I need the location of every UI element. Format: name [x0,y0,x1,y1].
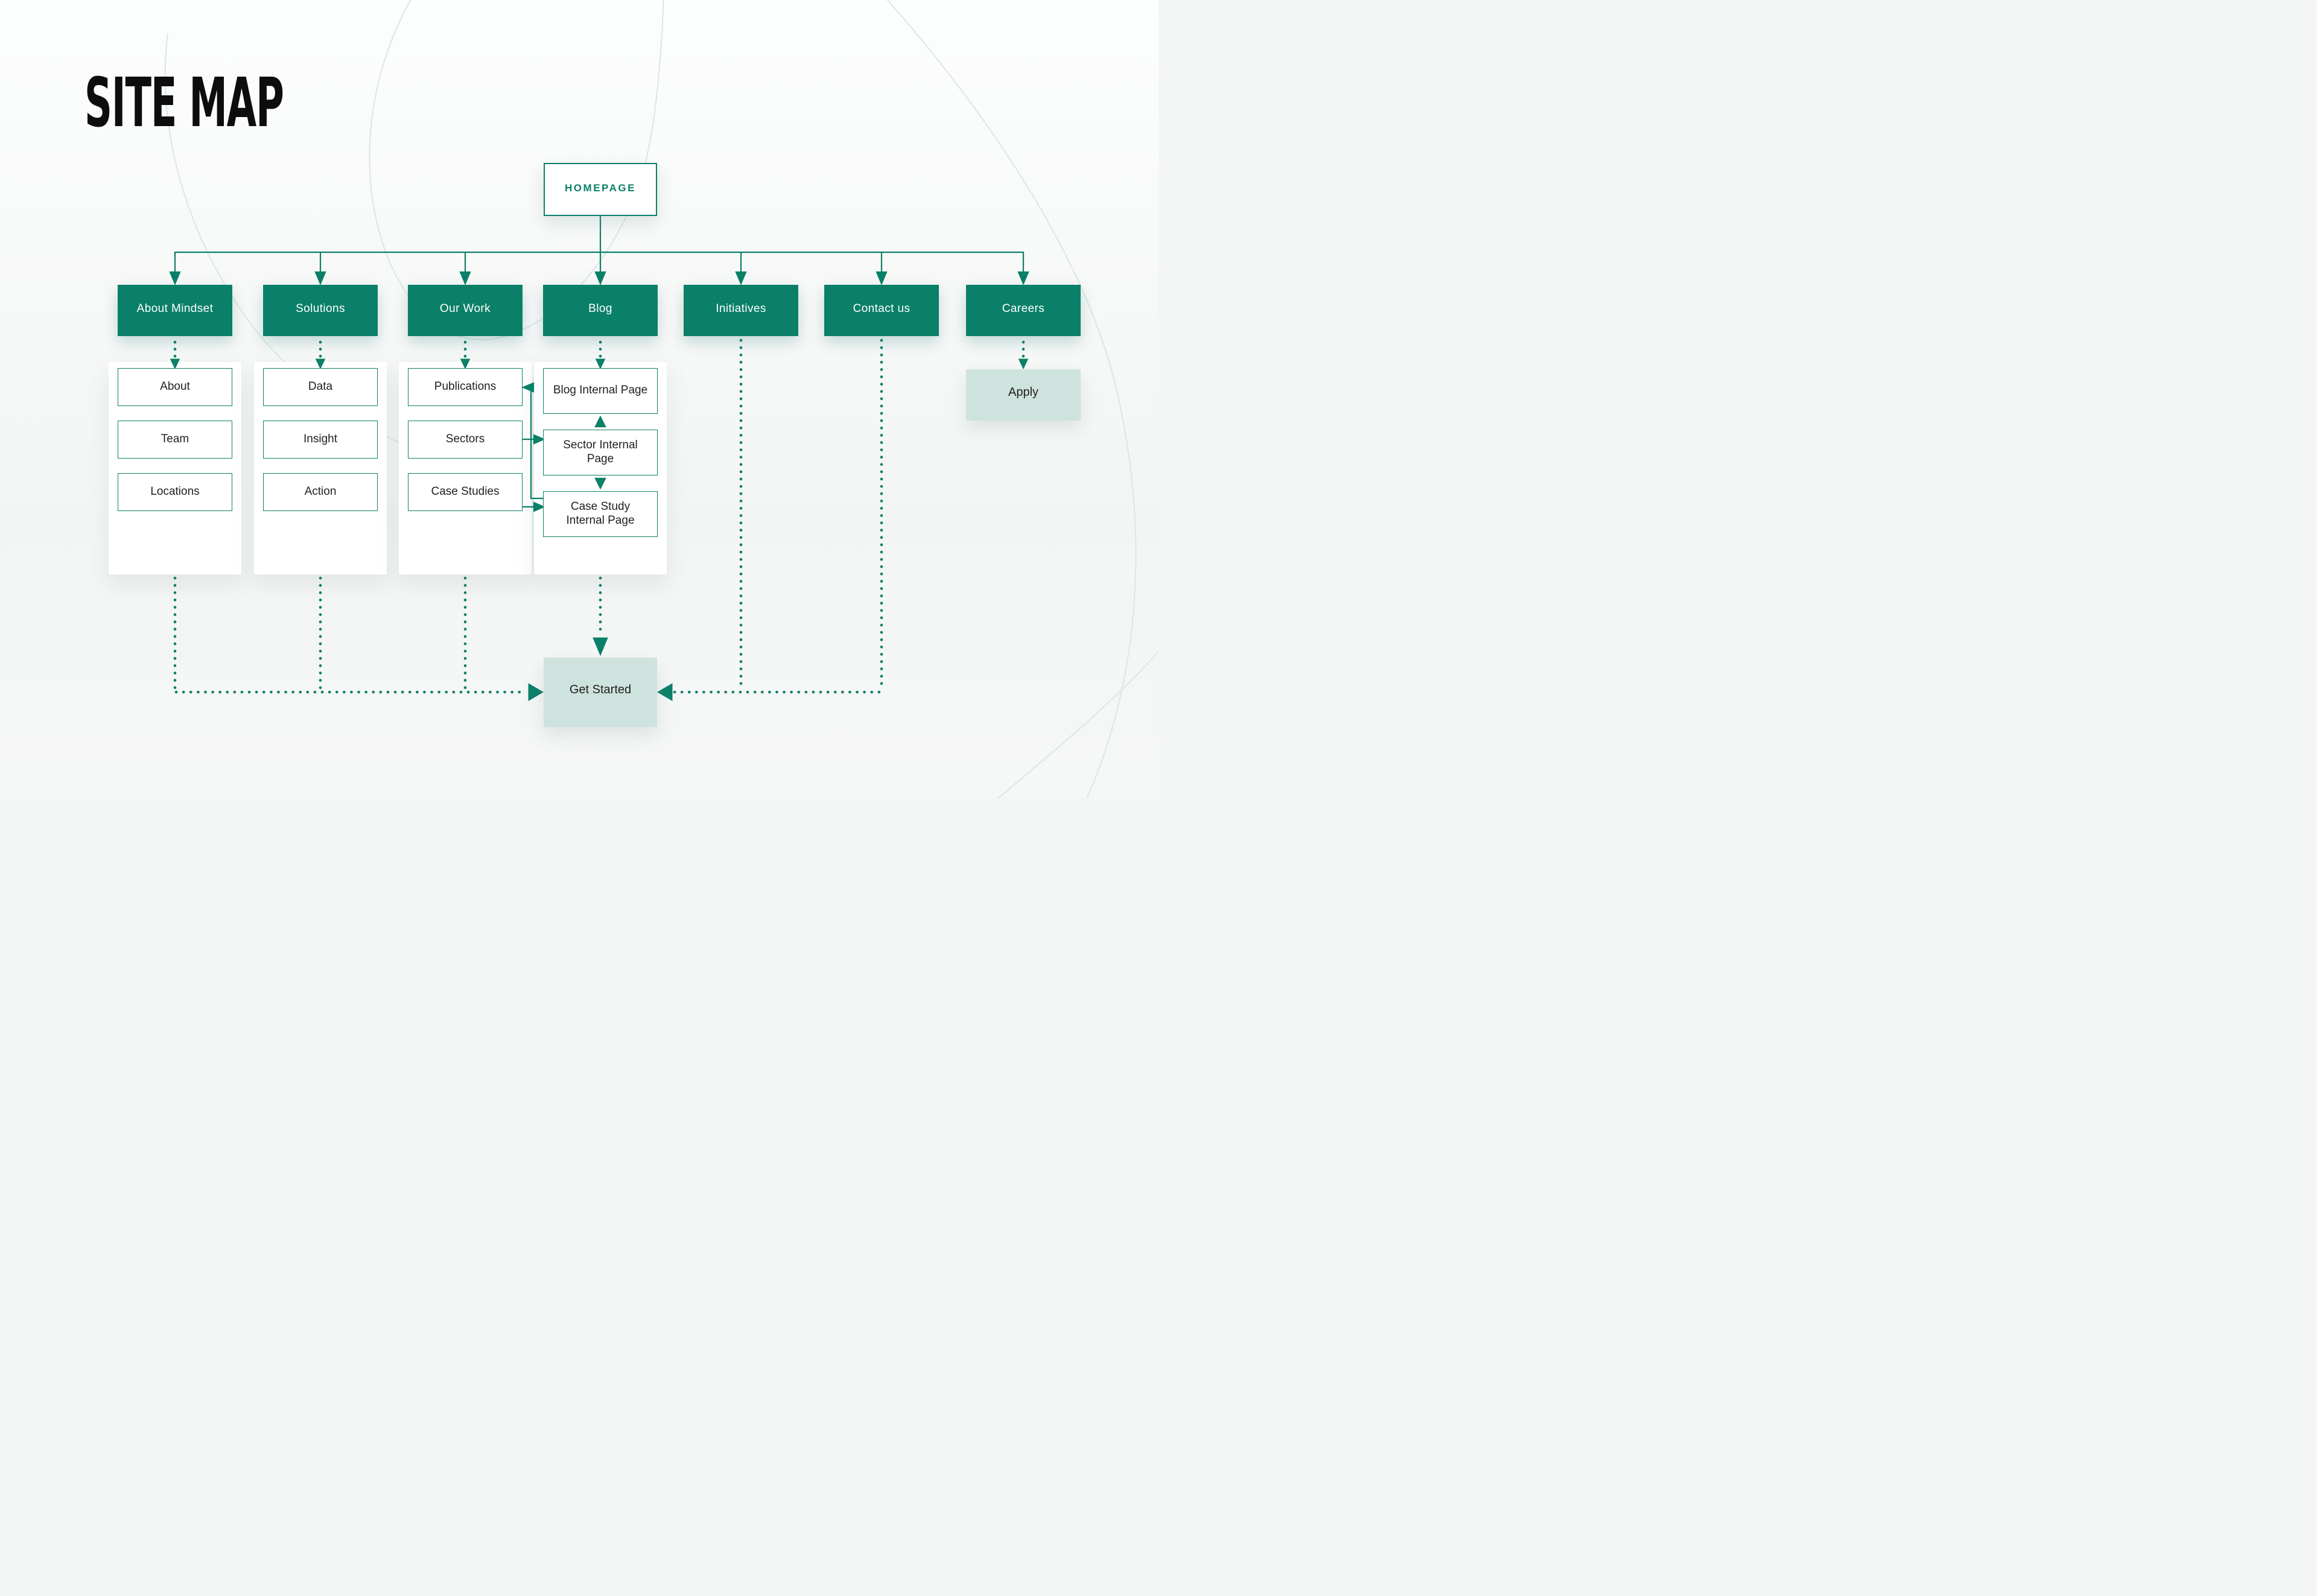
node-data: Data [263,368,378,406]
node-blog: Blog [543,285,658,336]
node-homepage: HOMEPAGE [544,163,657,216]
node-careers: Careers [966,285,1081,336]
node-team: Team [118,421,232,459]
node-sectors: Sectors [408,421,523,459]
node-case-study-internal-page: Case Study Internal Page [543,491,658,537]
node-publications: Publications [408,368,523,406]
node-solutions: Solutions [263,285,378,336]
node-contact-us: Contact us [824,285,939,336]
node-our-work: Our Work [408,285,523,336]
node-action: Action [263,473,378,511]
node-about: About [118,368,232,406]
node-locations: Locations [118,473,232,511]
homepage-to-sections-connector [169,216,1029,285]
page-title: SITE MAP [84,64,284,142]
node-about-mindset: About Mindset [118,285,232,336]
node-apply: Apply [966,369,1081,421]
node-case-studies: Case Studies [408,473,523,511]
decorative-corner-arc [997,650,1158,798]
sitemap-canvas: SITE MAP HOMEPAGE About Mindset Solution… [0,0,1158,798]
node-initiatives: Initiatives [684,285,798,336]
node-sector-internal-page: Sector Internal Page [543,430,658,475]
node-get-started: Get Started [544,658,657,727]
node-insight: Insight [263,421,378,459]
node-blog-internal-page: Blog Internal Page [543,368,658,414]
